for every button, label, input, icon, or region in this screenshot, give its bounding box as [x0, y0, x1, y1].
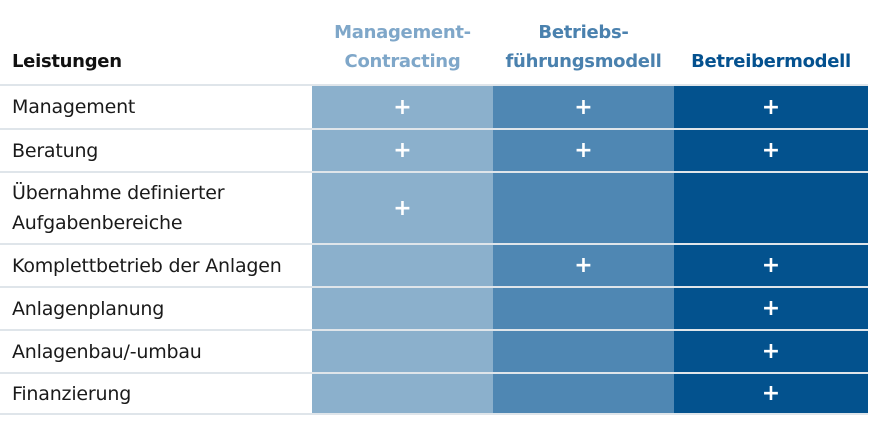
- table-row: Finanzierung +: [0, 372, 868, 415]
- row-label: Komplettbetrieb der Anlagen: [0, 245, 312, 286]
- header-label: Leistungen: [12, 51, 122, 72]
- row-label-line: Management: [12, 96, 136, 118]
- plus-cell: +: [674, 86, 868, 128]
- header-line: Contracting: [344, 51, 461, 72]
- header-label: Management- Contracting: [334, 18, 471, 76]
- plus-cell: +: [674, 130, 868, 171]
- plus-cell: [493, 173, 674, 243]
- plus-cell: [312, 288, 493, 329]
- header-line: führungsmodell: [505, 51, 662, 72]
- row-label-line: Anlagenplanung: [12, 297, 165, 320]
- comparison-table: Management+++Beratung+++Übernahme defini…: [0, 84, 868, 415]
- plus-cell: +: [674, 331, 868, 372]
- table-row: Anlagenplanung +: [0, 286, 868, 329]
- plus-cell: +: [493, 86, 674, 128]
- row-label-line: Übernahme definierter: [12, 182, 225, 204]
- plus-cell: +: [312, 86, 493, 128]
- table-row: Komplettbetrieb der Anlagen ++: [0, 243, 868, 286]
- table-row: Anlagenbau/-umbau +: [0, 329, 868, 372]
- plus-cell: +: [312, 173, 493, 243]
- plus-cell: [312, 331, 493, 372]
- header-line: Management-: [334, 22, 471, 43]
- header-betreibermodell: Betreibermodell: [674, 0, 868, 84]
- plus-cell: [312, 374, 493, 413]
- plus-cell: +: [493, 245, 674, 286]
- row-label-line: Aufgabenbereiche: [12, 212, 183, 234]
- plus-cell: [493, 374, 674, 413]
- row-label: Finanzierung: [0, 374, 312, 413]
- row-label-line: Finanzierung: [12, 382, 132, 405]
- header-leistungen: Leistungen: [12, 0, 312, 84]
- row-label-line: Beratung: [12, 139, 99, 162]
- row-label: Beratung: [0, 130, 312, 171]
- row-label: Anlagenbau/-umbau: [0, 331, 312, 372]
- header-label: Betriebs-führungsmodell: [506, 18, 662, 76]
- header-betriebsfuehrungsmodell: Betriebs-führungsmodell: [493, 0, 674, 84]
- row-label: Anlagenplanung: [0, 288, 312, 329]
- row-label-line: Komplettbetrieb der Anlagen: [12, 254, 282, 277]
- plus-cell: [674, 173, 868, 243]
- plus-cell: +: [674, 374, 868, 413]
- row-label: Management: [0, 86, 312, 128]
- header-label: Betreibermodell: [691, 51, 851, 72]
- row-label-line: Anlagenbau/-umbau: [12, 340, 202, 363]
- plus-cell: +: [312, 130, 493, 171]
- plus-cell: +: [674, 288, 868, 329]
- plus-cell: [493, 288, 674, 329]
- plus-cell: [493, 331, 674, 372]
- table-row: Management+++: [0, 84, 868, 128]
- plus-cell: [312, 245, 493, 286]
- plus-cell: +: [493, 130, 674, 171]
- header-management-contracting: Management- Contracting: [312, 0, 493, 84]
- table-row: Beratung+++: [0, 128, 868, 171]
- plus-cell: +: [674, 245, 868, 286]
- header-line: Betriebs-: [538, 22, 629, 43]
